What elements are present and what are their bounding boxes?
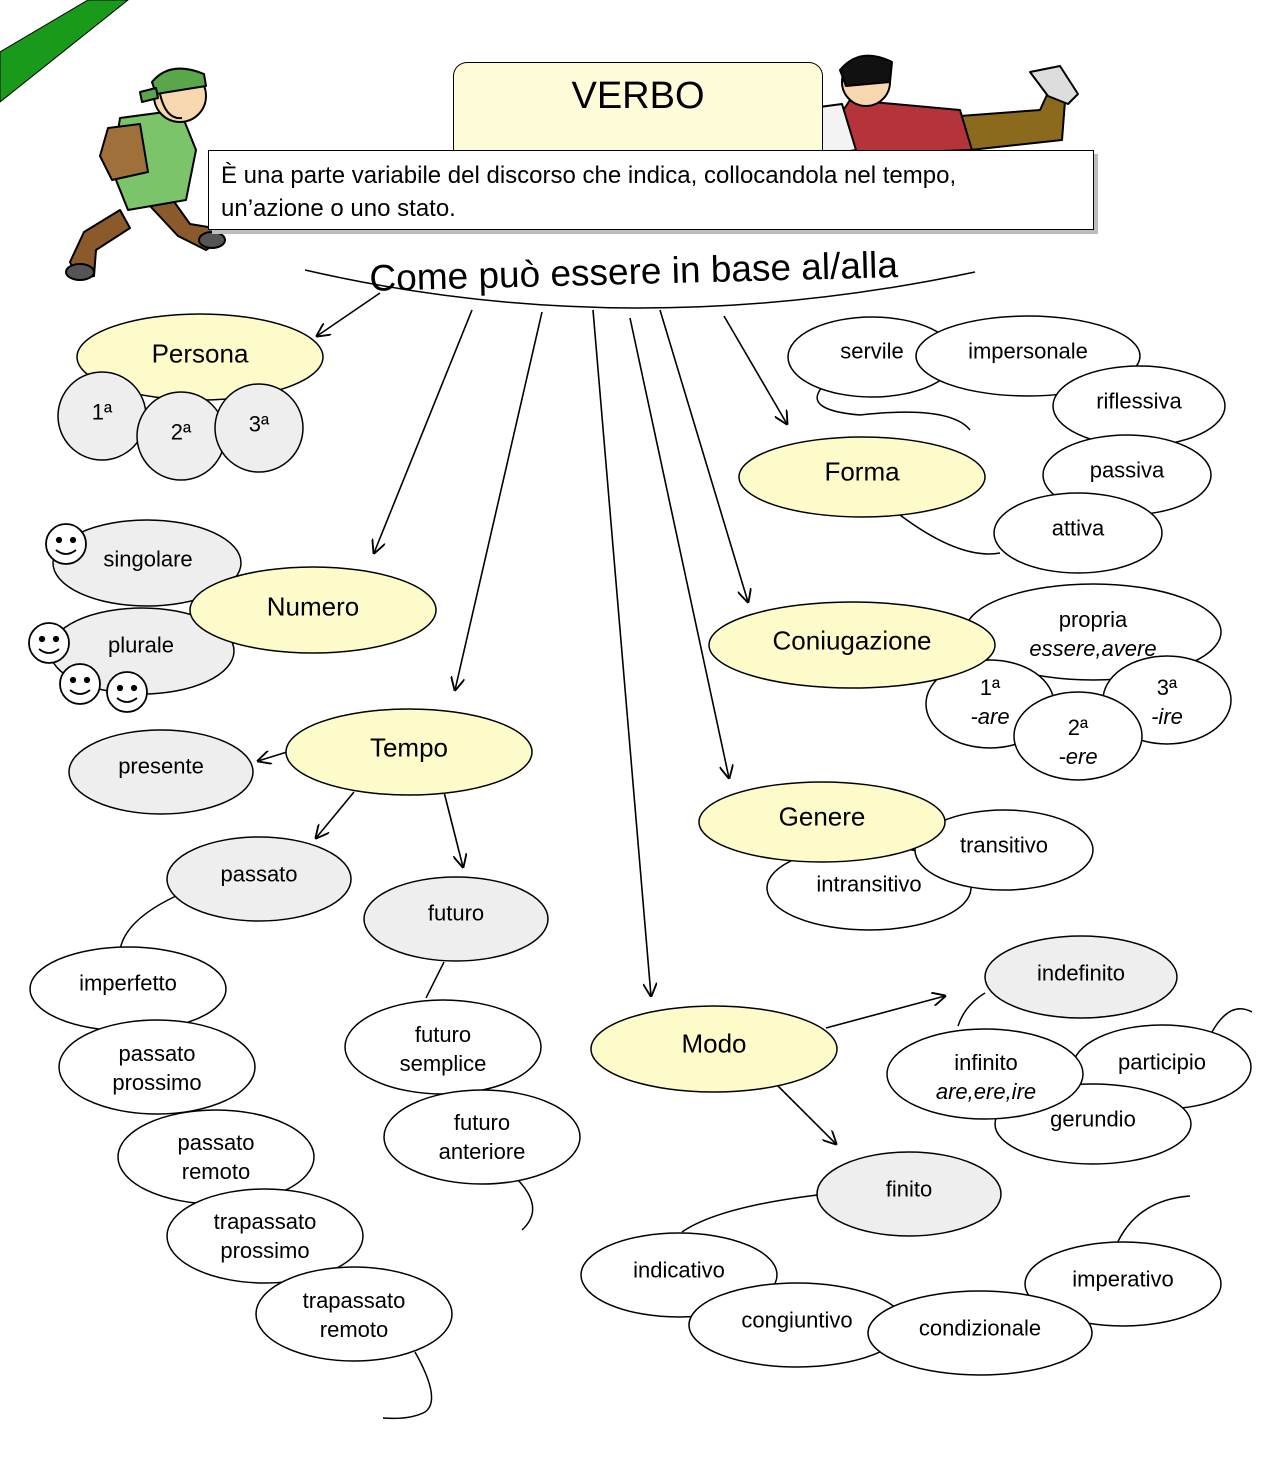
impersonale-label: impersonale xyxy=(968,338,1088,364)
transitivo-label: transitivo xyxy=(959,832,1049,858)
trapassato-remoto-node xyxy=(255,1266,453,1362)
persona-3-node xyxy=(214,383,304,473)
numero-node xyxy=(189,566,437,654)
condizionale-node xyxy=(867,1290,1093,1376)
coniugazione-2-label: 2ª-ere xyxy=(1058,715,1098,769)
futuro-anteriore-node xyxy=(383,1089,581,1185)
congiuntivo-label: congiuntivo xyxy=(741,1307,853,1333)
passiva-label: passiva xyxy=(1089,457,1165,483)
servile-label: servile xyxy=(840,338,904,364)
coniugazione-label: Coniugazione xyxy=(772,625,932,656)
indefinito-label: indefinito xyxy=(1036,960,1126,986)
coniugazione-1-label: 1ª-are xyxy=(970,675,1010,729)
imperfetto-label: imperfetto xyxy=(79,970,177,996)
singolare-label: singolare xyxy=(103,546,193,572)
smiley-icon xyxy=(45,523,87,565)
definition-box: È una parte variabile del discorso che i… xyxy=(208,150,1094,230)
persona-label: Persona xyxy=(151,338,249,369)
title-box: VERBO xyxy=(453,62,823,153)
genere-node xyxy=(698,781,946,863)
coniugazione-2-node xyxy=(1013,691,1143,781)
connector-curves xyxy=(119,384,1253,1420)
subtitle: Come può essere in base al/alla xyxy=(369,244,899,299)
futuro-node xyxy=(363,876,549,962)
passato-label: passato xyxy=(220,861,298,887)
passato-node xyxy=(166,836,352,922)
riflessiva-label: riflessiva xyxy=(1096,388,1182,414)
smiley-icon xyxy=(59,663,101,705)
coniugazione-3-label: 3ª-ire xyxy=(1151,675,1183,729)
condizionale-label: condizionale xyxy=(918,1315,1042,1341)
coniugazione-node xyxy=(708,601,996,689)
modo-node xyxy=(590,1005,838,1093)
tempo-label: Tempo xyxy=(369,732,449,763)
attiva-label: attiva xyxy=(1051,515,1105,541)
definition-text: È una parte variabile del discorso che i… xyxy=(221,159,1083,225)
persona-3-label: 3ª xyxy=(248,411,270,437)
reading-boy-illustration xyxy=(811,54,1079,157)
singolare-node xyxy=(52,519,242,607)
participio-label: participio xyxy=(1117,1049,1207,1075)
modo-label: Modo xyxy=(681,1028,747,1059)
indefinito-node xyxy=(984,935,1178,1019)
smiley-icon xyxy=(106,671,148,713)
finito-label: finito xyxy=(885,1176,933,1202)
presente-node xyxy=(68,729,254,815)
smiley-icons xyxy=(28,523,148,713)
genere-label: Genere xyxy=(778,801,866,832)
passato-prossimo-node xyxy=(58,1019,256,1115)
corner-stripe xyxy=(0,0,129,103)
plurale-label: plurale xyxy=(107,632,175,658)
subtitle-arc xyxy=(304,269,976,309)
forma-node xyxy=(738,436,986,518)
gerundio-label: gerundio xyxy=(1050,1106,1136,1132)
infinito-node xyxy=(886,1028,1084,1120)
persona-1-label: 1ª xyxy=(91,399,113,425)
definition-line-1: È una parte variabile del discorso che i… xyxy=(221,162,957,189)
attiva-node xyxy=(993,492,1163,574)
finito-node xyxy=(816,1151,1002,1237)
imperativo-label: imperativo xyxy=(1072,1266,1174,1292)
transitivo-node xyxy=(914,809,1094,891)
forma-label: Forma xyxy=(824,456,900,487)
definition-line-2: un’azione o uno stato. xyxy=(221,195,456,222)
numero-label: Numero xyxy=(266,591,360,622)
smiley-icon xyxy=(28,622,70,664)
futuro-label: futuro xyxy=(427,900,485,926)
indicativo-label: indicativo xyxy=(633,1257,725,1283)
trapassato-prossimo-node xyxy=(166,1188,364,1284)
presente-label: presente xyxy=(118,753,204,779)
branch-arrows xyxy=(258,292,945,1144)
tempo-node xyxy=(285,708,533,796)
intransitivo-label: intransitivo xyxy=(816,871,922,897)
page-title: VERBO xyxy=(571,75,705,117)
walking-boy-illustration xyxy=(65,67,226,281)
imperativo-node xyxy=(1024,1241,1222,1327)
persona-2-label: 2ª xyxy=(170,419,192,445)
